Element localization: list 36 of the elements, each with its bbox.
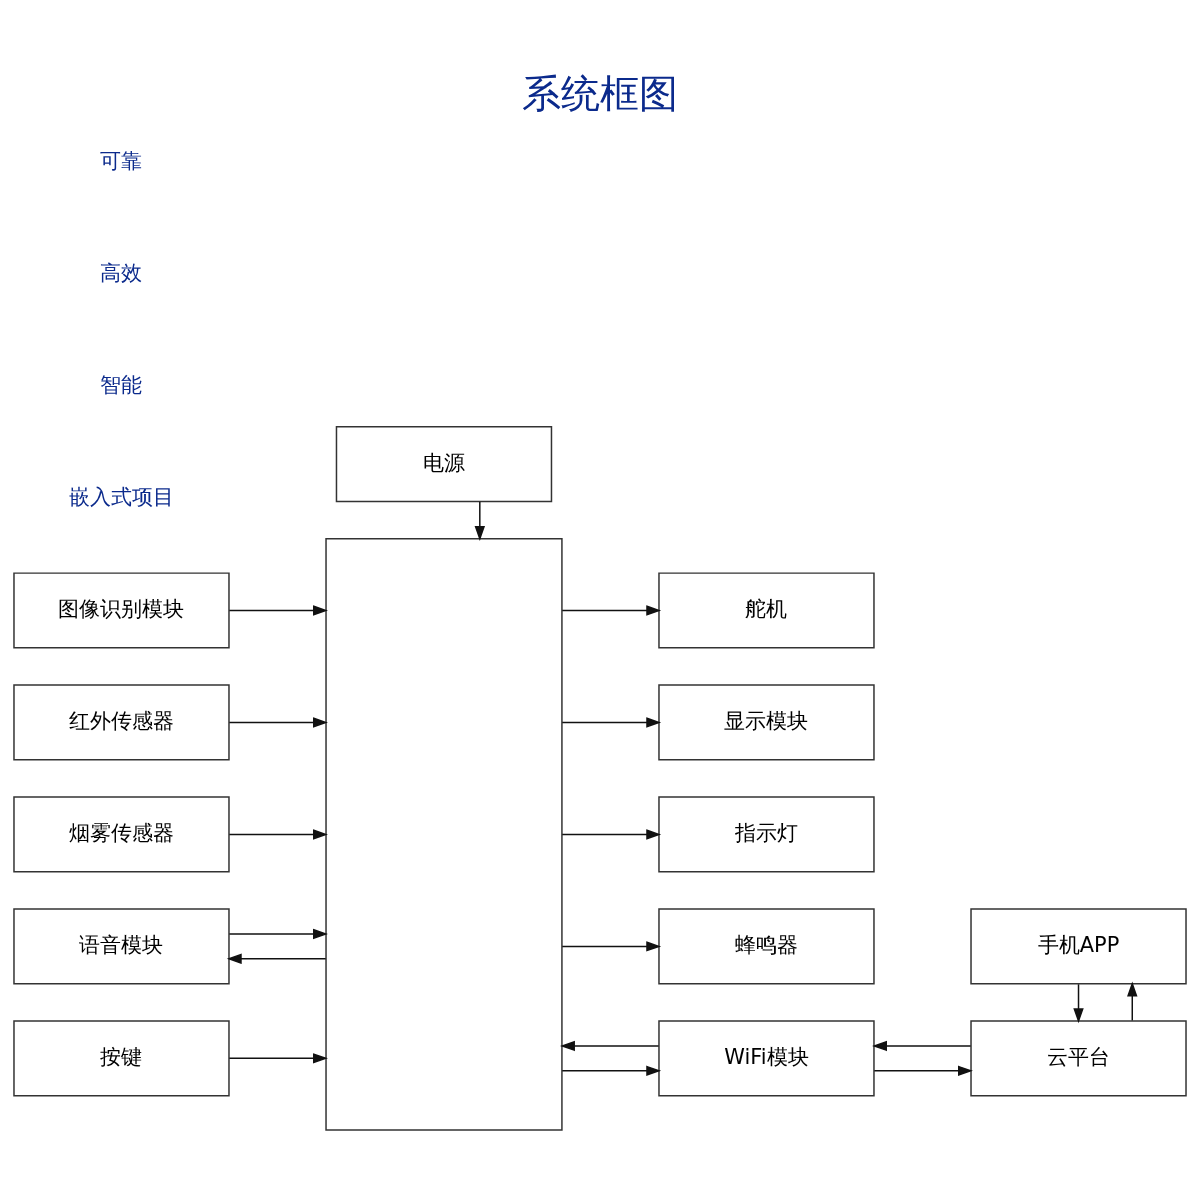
arrow — [561, 717, 662, 728]
node-box: 烟雾传感器 — [13, 796, 230, 873]
node-box: 图像识别模块 — [13, 572, 230, 649]
arrow — [872, 1040, 972, 1052]
arrow — [228, 717, 328, 728]
node-box: 显示模块 — [658, 684, 875, 761]
arrow — [561, 605, 662, 616]
arrow — [1127, 981, 1138, 1022]
node-box: 指示灯 — [658, 796, 875, 873]
node-box: 语音模块 — [13, 908, 230, 985]
node-box: 云平台 — [970, 1020, 1187, 1097]
node-box: WiFi模块 — [658, 1020, 875, 1097]
arrow — [474, 500, 486, 541]
arrow — [228, 928, 328, 940]
arrow — [1073, 983, 1084, 1024]
arrow — [873, 1065, 973, 1077]
diagram-title: 系统框图 — [522, 71, 678, 116]
node-box: 舵机 — [658, 572, 875, 649]
arrow — [561, 1065, 662, 1077]
arrow — [561, 829, 662, 840]
arrow — [226, 953, 327, 965]
node-box: 蜂鸣器 — [658, 908, 875, 985]
arrow — [228, 829, 328, 840]
arrow — [228, 605, 328, 616]
arrow — [228, 1053, 328, 1064]
label: 智能 — [100, 373, 143, 398]
node-box: 按键 — [13, 1020, 230, 1097]
node-box: 红外传感器 — [13, 684, 230, 761]
node-box: 电源 — [335, 426, 553, 503]
label: 高效 — [100, 261, 143, 286]
node-box — [325, 538, 563, 1131]
arrow — [561, 941, 662, 952]
arrow — [560, 1040, 660, 1052]
label: 可靠 — [100, 149, 143, 174]
label: 嵌入式项目 — [68, 485, 174, 509]
node-box: 手机APP — [970, 908, 1187, 985]
